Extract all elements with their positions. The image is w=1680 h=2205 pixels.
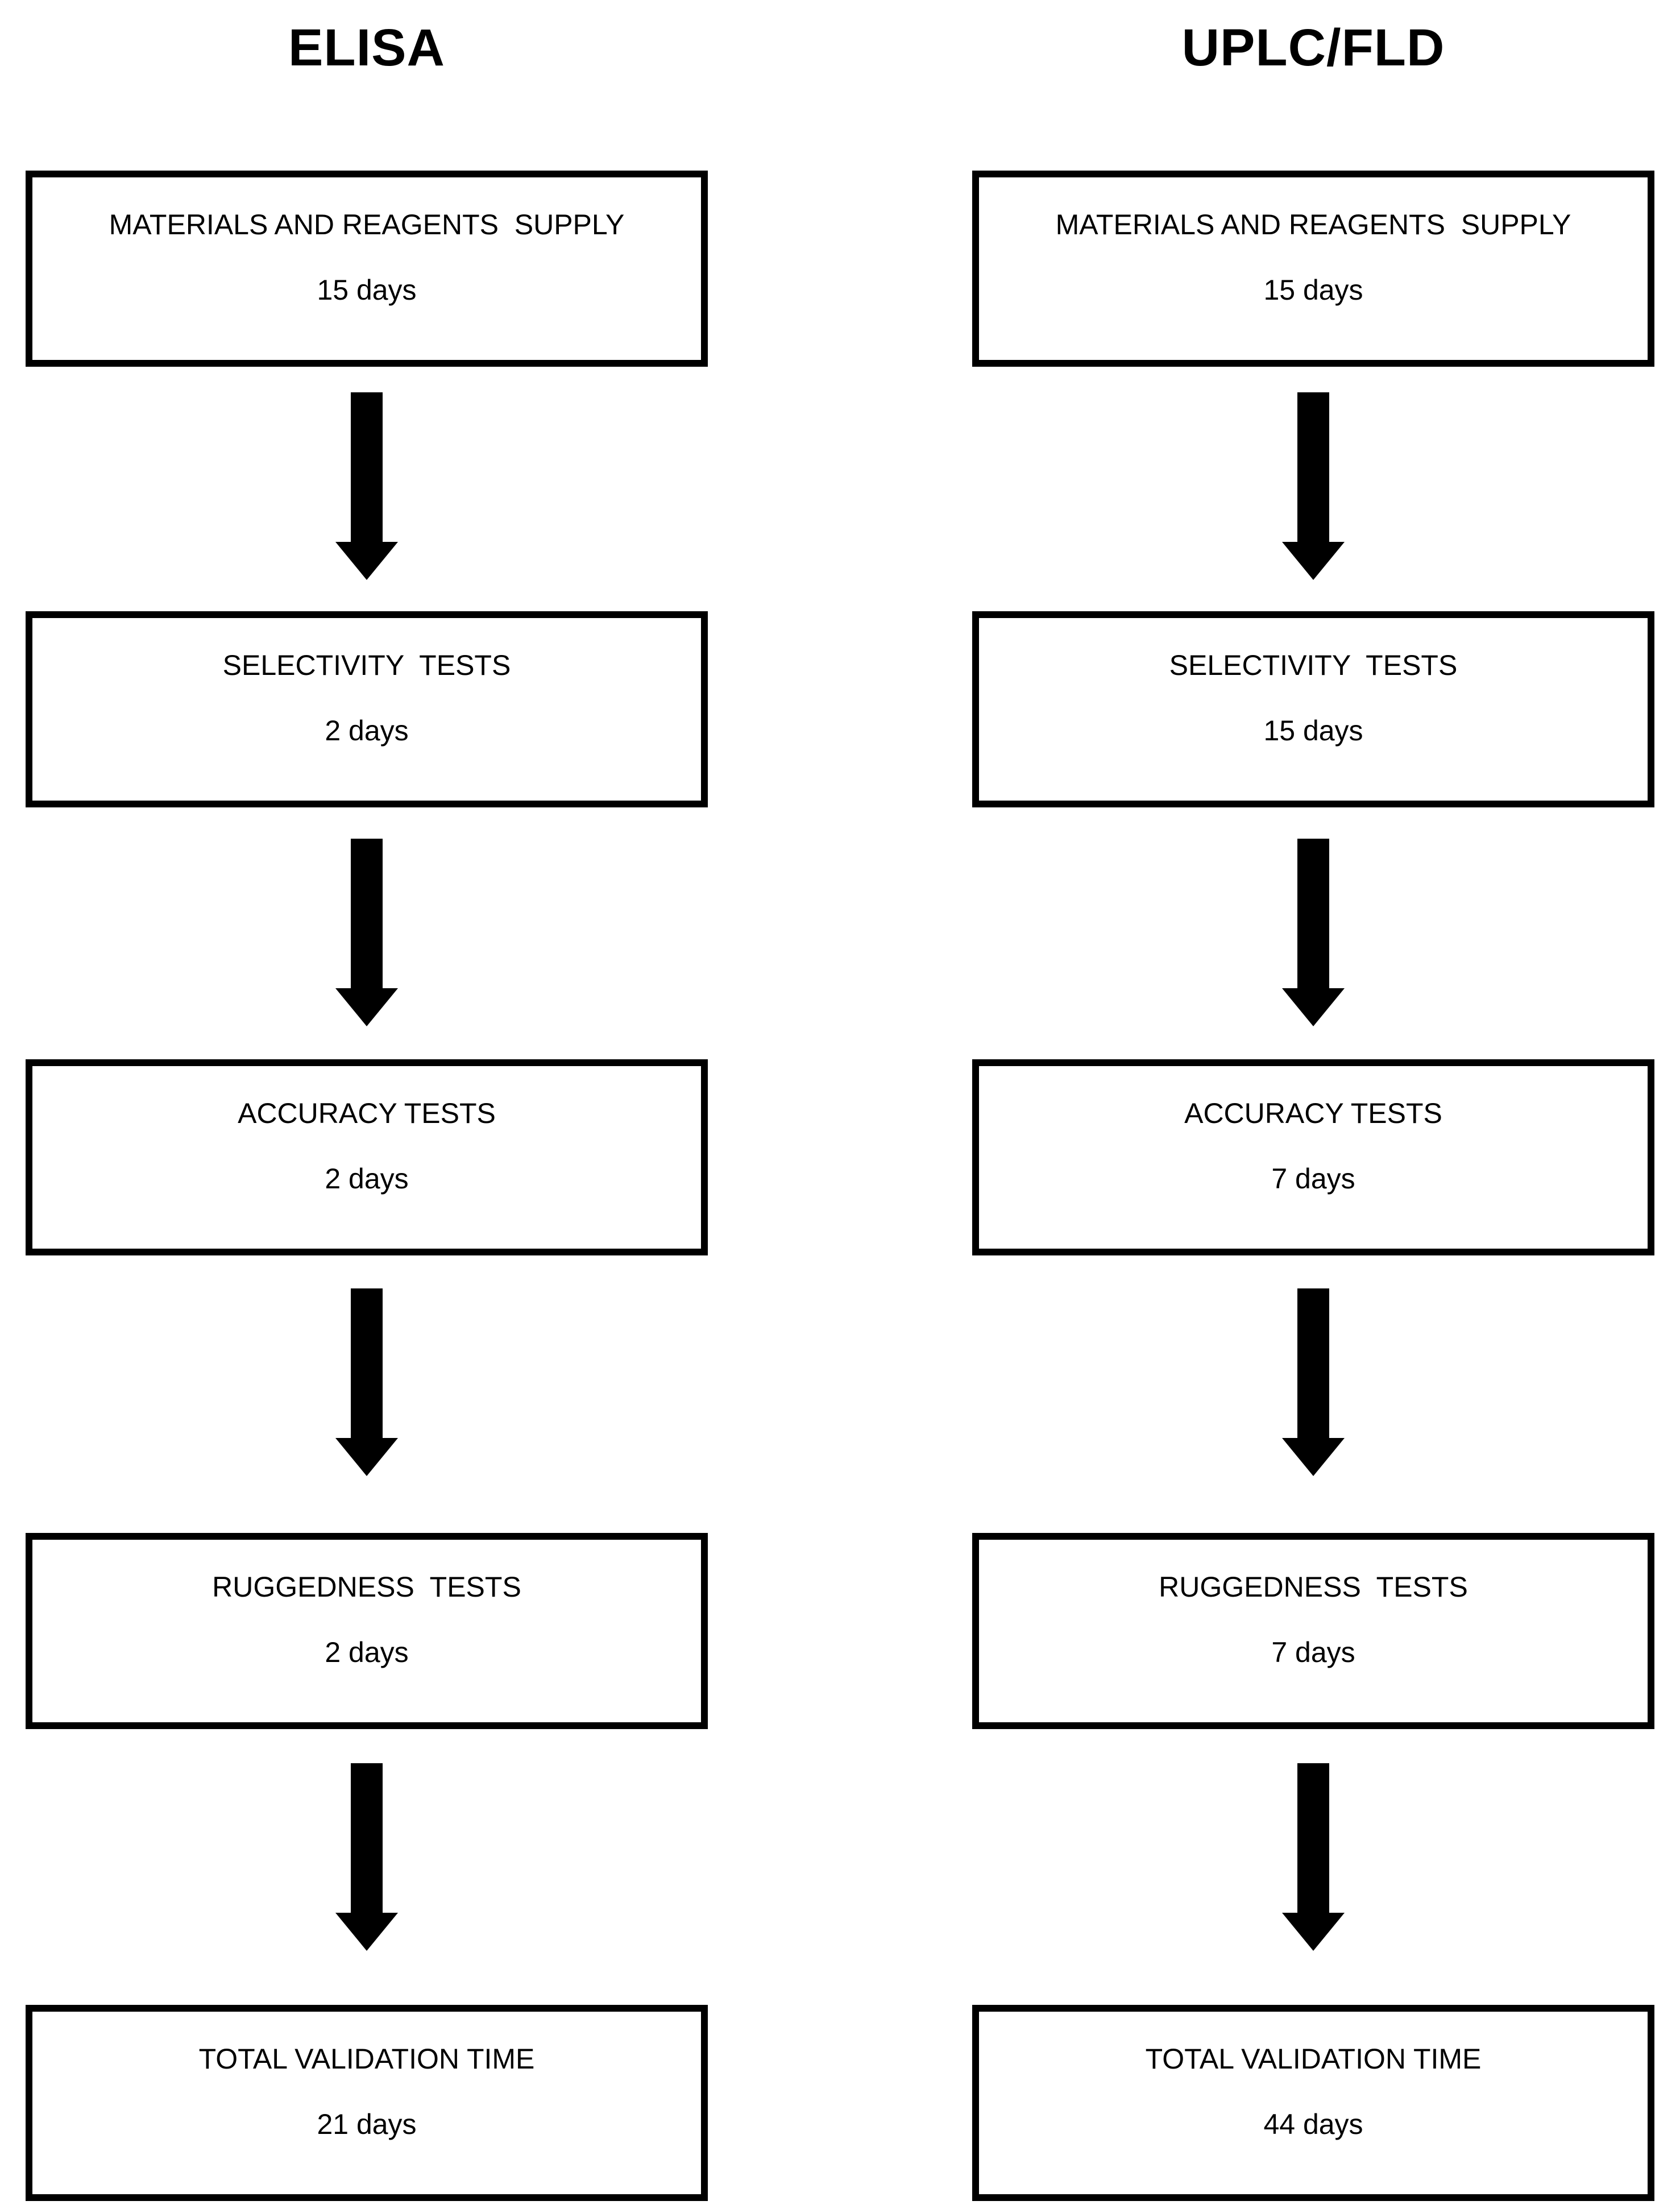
column-elisa: ELISA MATERIALS AND REAGENTS SUPPLY 15 d… bbox=[26, 0, 708, 2201]
arrow-down-icon bbox=[335, 1288, 398, 1476]
arrow-down-icon bbox=[335, 392, 398, 580]
arrow-down-icon bbox=[335, 1763, 398, 1951]
arrow-down-icon bbox=[335, 839, 398, 1026]
arrow-stem bbox=[1297, 392, 1329, 542]
arrow-down-icon bbox=[1282, 1763, 1345, 1951]
step-box-ruggedness-tests: RUGGEDNESS TESTS 7 days bbox=[972, 1533, 1654, 1729]
arrow-head bbox=[335, 1438, 398, 1476]
step-box-selectivity-tests: SELECTIVITY TESTS 15 days bbox=[972, 611, 1654, 807]
arrow-head bbox=[335, 1913, 398, 1951]
step-duration: 7 days bbox=[1271, 1163, 1355, 1195]
step-duration: 21 days bbox=[317, 2108, 417, 2140]
step-label: MATERIALS AND REAGENTS SUPPLY bbox=[109, 209, 625, 241]
arrow-head bbox=[1282, 988, 1345, 1026]
arrow-stem bbox=[351, 1763, 383, 1913]
column-uplc-fld: UPLC/FLD MATERIALS AND REAGENTS SUPPLY 1… bbox=[972, 0, 1654, 2201]
arrow-head bbox=[1282, 1913, 1345, 1951]
step-duration: 7 days bbox=[1271, 1636, 1355, 1668]
arrow-head bbox=[1282, 1438, 1345, 1476]
step-label: RUGGEDNESS TESTS bbox=[212, 1571, 521, 1603]
step-box-accuracy-tests: ACCURACY TESTS 7 days bbox=[972, 1059, 1654, 1255]
arrow-stem bbox=[351, 839, 383, 988]
arrow-stem bbox=[1297, 1288, 1329, 1438]
step-label: MATERIALS AND REAGENTS SUPPLY bbox=[1055, 209, 1571, 241]
step-box-ruggedness-tests: RUGGEDNESS TESTS 2 days bbox=[26, 1533, 708, 1729]
step-duration: 2 days bbox=[325, 715, 409, 747]
step-box-accuracy-tests: ACCURACY TESTS 2 days bbox=[26, 1059, 708, 1255]
step-box-materials-and-reagents-supply: MATERIALS AND REAGENTS SUPPLY 15 days bbox=[972, 171, 1654, 367]
step-label: SELECTIVITY TESTS bbox=[1169, 649, 1458, 681]
column-title-uplc-fld: UPLC/FLD bbox=[1181, 19, 1445, 77]
step-label: ACCURACY TESTS bbox=[1184, 1097, 1442, 1129]
arrow-stem bbox=[1297, 1763, 1329, 1913]
step-label: RUGGEDNESS TESTS bbox=[1159, 1571, 1468, 1603]
arrow-head bbox=[335, 542, 398, 580]
arrow-stem bbox=[351, 1288, 383, 1438]
step-box-total-validation-time: TOTAL VALIDATION TIME 21 days bbox=[26, 2005, 708, 2201]
step-duration: 2 days bbox=[325, 1636, 409, 1668]
arrow-stem bbox=[351, 392, 383, 542]
arrow-head bbox=[1282, 542, 1345, 580]
step-duration: 15 days bbox=[1263, 274, 1363, 306]
step-label: TOTAL VALIDATION TIME bbox=[198, 2043, 535, 2075]
arrow-down-icon bbox=[1282, 1288, 1345, 1476]
arrow-stem bbox=[1297, 839, 1329, 988]
arrow-down-icon bbox=[1282, 392, 1345, 580]
step-duration: 44 days bbox=[1263, 2108, 1363, 2140]
step-label: SELECTIVITY TESTS bbox=[222, 649, 511, 681]
step-box-materials-and-reagents-supply: MATERIALS AND REAGENTS SUPPLY 15 days bbox=[26, 171, 708, 367]
column-title-elisa: ELISA bbox=[288, 19, 445, 77]
step-duration: 15 days bbox=[317, 274, 417, 306]
step-box-selectivity-tests: SELECTIVITY TESTS 2 days bbox=[26, 611, 708, 807]
step-label: TOTAL VALIDATION TIME bbox=[1145, 2043, 1482, 2075]
step-box-total-validation-time: TOTAL VALIDATION TIME 44 days bbox=[972, 2005, 1654, 2201]
arrow-head bbox=[335, 988, 398, 1026]
arrow-down-icon bbox=[1282, 839, 1345, 1026]
step-label: ACCURACY TESTS bbox=[238, 1097, 496, 1129]
step-duration: 15 days bbox=[1263, 715, 1363, 747]
step-duration: 2 days bbox=[325, 1163, 409, 1195]
